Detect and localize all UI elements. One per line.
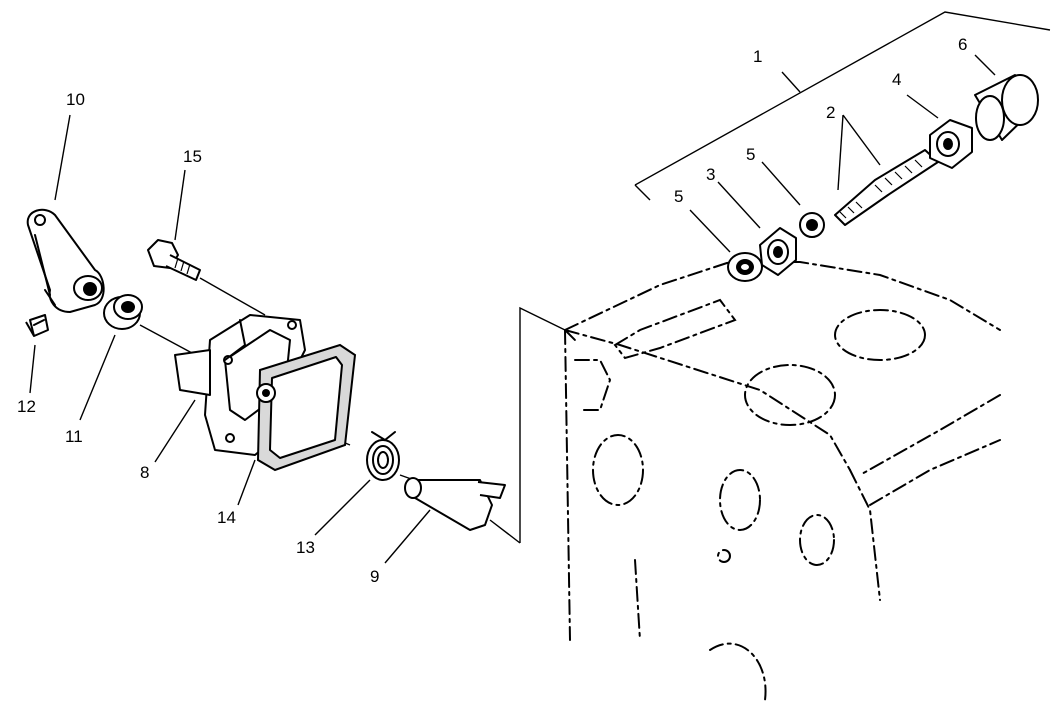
callout-4: 4 [892,70,901,89]
gasket-part [256,343,357,472]
lever-arm-part [26,208,105,313]
washer-5b-part [799,212,825,238]
callout-5a: 5 [674,187,683,206]
callouts: 1 2 3 4 5 5 6 8 9 10 11 12 13 14 15 [17,35,967,586]
callout-5b: 5 [746,145,755,164]
callout-6: 6 [958,35,967,54]
callout-8: 8 [140,463,149,482]
bushing-part [103,294,143,330]
pin-part [25,314,49,337]
callout-12: 12 [17,397,36,416]
callout-9: 9 [370,567,379,586]
callout-11: 11 [65,427,83,446]
leader-lines [29,11,1051,564]
cap-6-part [974,74,1039,141]
callout-15: 15 [183,147,202,166]
engine-housing [564,261,1001,701]
washer-5a-part [727,252,763,282]
bolt-part [147,239,201,281]
spring-part [366,431,400,481]
callout-3: 3 [706,165,715,184]
adjusting-screw-part [834,149,939,226]
callout-14: 14 [217,508,236,527]
callout-13: 13 [296,538,315,557]
shaft-part [404,477,506,531]
callout-10: 10 [66,90,85,109]
lock-nut-4-part [929,119,973,169]
callout-2: 2 [826,103,835,122]
nut-3-part [759,227,797,276]
callout-1: 1 [753,47,762,66]
